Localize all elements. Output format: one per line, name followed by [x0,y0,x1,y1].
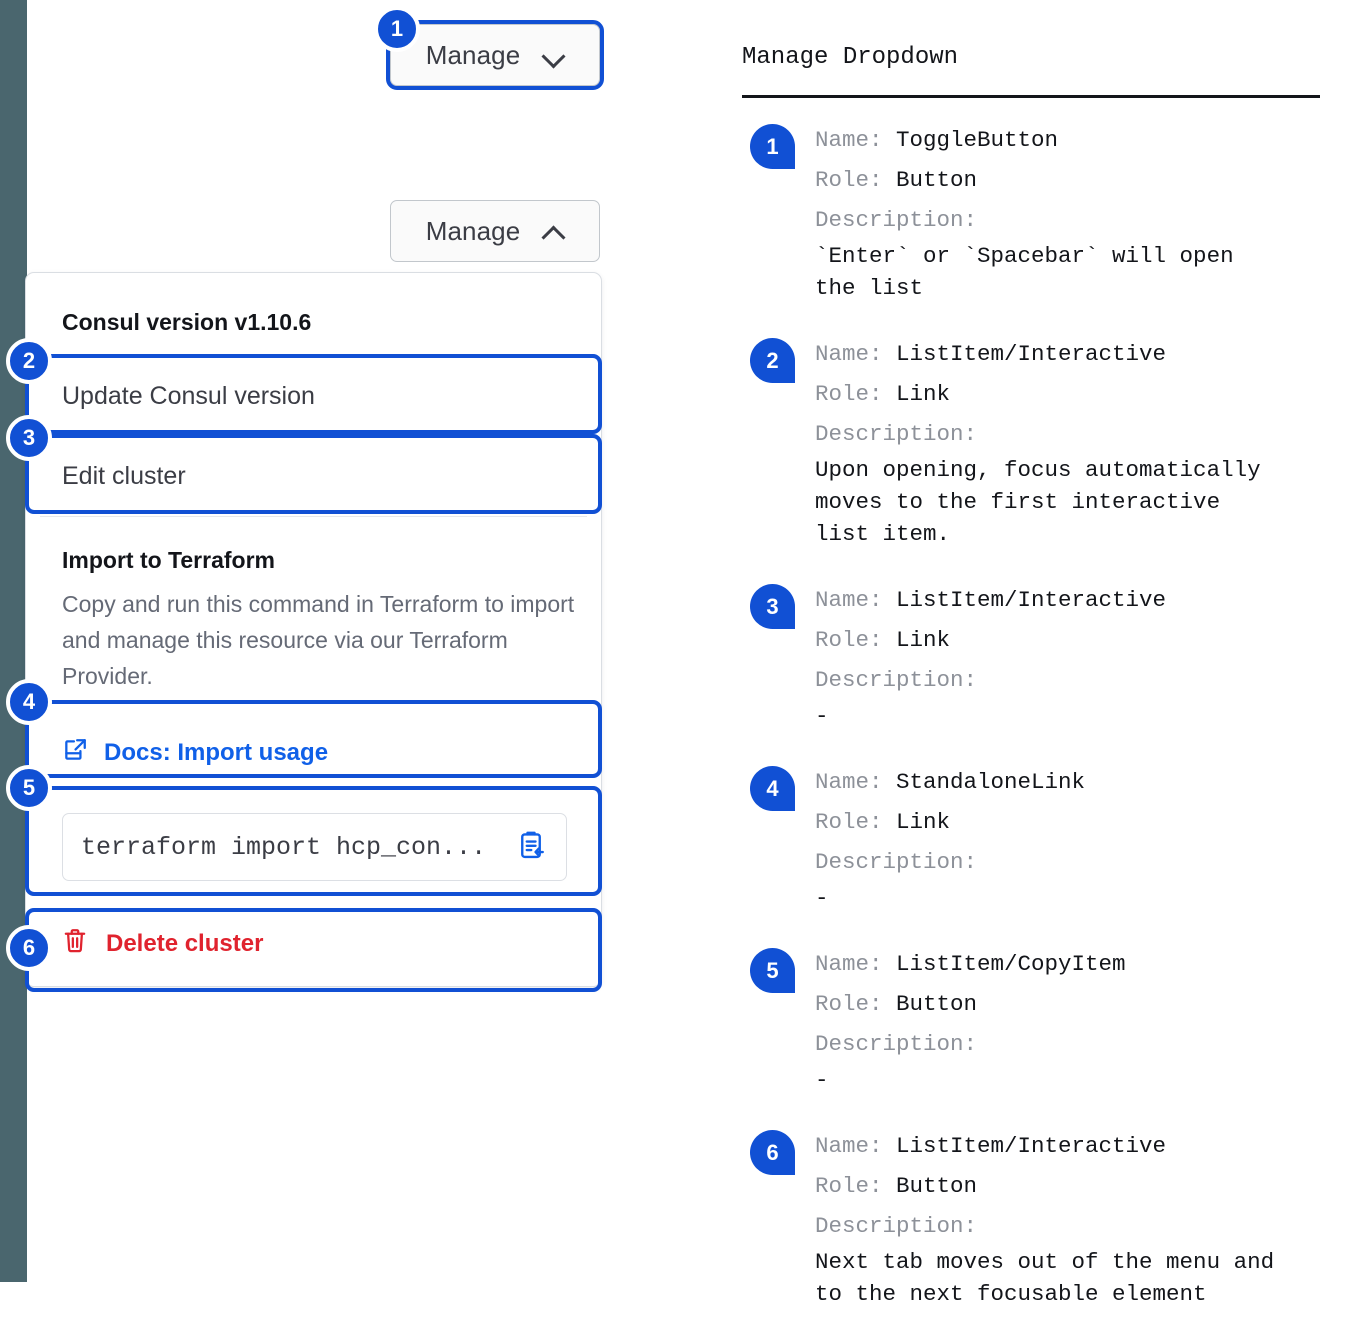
copy-to-clipboard-icon[interactable] [516,830,546,865]
copy-command-box[interactable]: terraform import hcp_con... [62,813,567,881]
legend-description-value: - [815,885,829,911]
marker-5: 5 [6,765,52,811]
left-rail [0,0,27,1282]
legend-description-label: Description: [815,849,978,875]
manage-toggle-open-label: Manage [425,215,521,246]
manage-toggle-button-closed[interactable]: Manage [390,24,600,86]
delete-cluster-label: Delete cluster [106,930,264,957]
terraform-command-text: terraform import hcp_con... [81,832,487,862]
marker-4: 4 [6,679,52,725]
annotated-ui-column: Manage Manage Consul version v1.10.6 Upd… [0,0,700,1282]
legend-name: Name: ListItem/Interactive [815,580,1342,620]
legend-description-label: Description: [815,667,978,693]
manage-toggle-label: Manage [425,39,521,70]
legend-role-value: Button [896,167,978,193]
legend-name-value: ListItem/Interactive [896,341,1167,367]
legend-role-key: Role: [815,627,897,653]
manage-toggle-button-open[interactable]: Manage [390,200,600,262]
chevron-up-icon [542,220,564,242]
legend-role-value: Button [896,991,978,1017]
legend-role-key: Role: [815,381,897,407]
legend-badge: 5 [750,948,795,993]
legend-description-label: Description: [815,421,978,447]
legend-role-key: Role: [815,991,897,1017]
legend-description-value: `Enter` or `Spacebar` will open the list [815,243,1234,301]
legend-badge: 4 [750,766,795,811]
menu-item-delete-cluster[interactable]: Delete cluster [26,902,601,986]
legend-description-label: Description: [815,1031,978,1057]
legend-name: Name: ListItem/Interactive [815,334,1342,374]
chevron-down-icon [542,44,564,66]
legend-name-value: ToggleButton [896,127,1059,153]
menu-item-edit-cluster[interactable]: Edit cluster [62,461,186,490]
legend-name-key: Name: [815,587,897,613]
external-link-doc-icon [62,737,88,770]
legend-badge: 6 [750,1130,795,1175]
legend-name: Name: ToggleButton [815,120,1342,160]
legend-name-value: ListItem/Interactive [896,1133,1167,1159]
legend-role-value: Link [896,809,951,835]
marker-1: 1 [374,6,420,52]
marker-3: 3 [6,415,52,461]
trash-icon [62,927,88,962]
legend-description-value: Upon opening, focus automatically moves … [815,457,1261,547]
legend-role-value: Link [896,381,951,407]
legend-name-key: Name: [815,769,897,795]
legend-name-key: Name: [815,951,897,977]
legend-badge: 2 [750,338,795,383]
legend-name-key: Name: [815,1133,897,1159]
legend-description-value: Next tab moves out of the menu and to th… [815,1249,1275,1307]
legend-description-value: - [815,1067,829,1093]
legend-description-value: - [815,703,829,729]
legend-role-value: Link [896,627,951,653]
legend-name: Name: StandaloneLink [815,762,1342,802]
import-to-terraform-description: Copy and run this command in Terraform t… [62,591,575,689]
legend-name-value: StandaloneLink [896,769,1086,795]
legend-title-underline [742,95,1320,98]
legend-title: Manage Dropdown [742,44,959,71]
legend-badge: 3 [750,584,795,629]
legend-badge: 1 [750,124,795,169]
legend-name: Name: ListItem/Interactive [815,1126,1342,1166]
docs-import-usage-label: Docs: Import usage [104,739,329,766]
legend-name-key: Name: [815,341,897,367]
legend-role: Role: Button [815,984,1342,1024]
import-to-terraform-heading: Import to Terraform [62,547,275,573]
menu-item-copy-command-row: terraform import hcp_con... [26,792,601,902]
marker-6: 6 [6,925,52,971]
menu-item-docs-import-usage[interactable]: Docs: Import usage [26,714,601,792]
legend-role-value: Button [896,1173,978,1199]
consul-version-heading: Consul version v1.10.6 [62,309,312,335]
menu-divider [40,516,587,517]
legend-role-key: Role: [815,167,897,193]
legend-name-value: ListItem/CopyItem [896,951,1126,977]
manage-dropdown-panel: Consul version v1.10.6 Update Consul ver… [25,272,602,987]
legend-description-label: Description: [815,1213,978,1239]
legend-name-value: ListItem/Interactive [896,587,1167,613]
menu-item-update-consul-version[interactable]: Update Consul version [62,381,315,410]
legend-description-label: Description: [815,207,978,233]
legend-role-key: Role: [815,809,897,835]
marker-2: 2 [6,338,52,384]
legend-role: Role: Button [815,160,1342,200]
legend-role: Role: Link [815,802,1342,842]
legend-name: Name: ListItem/CopyItem [815,944,1342,984]
legend-role: Role: Link [815,374,1342,414]
legend-role: Role: Button [815,1166,1342,1206]
legend-name-key: Name: [815,127,897,153]
legend-role: Role: Link [815,620,1342,660]
legend-role-key: Role: [815,1173,897,1199]
